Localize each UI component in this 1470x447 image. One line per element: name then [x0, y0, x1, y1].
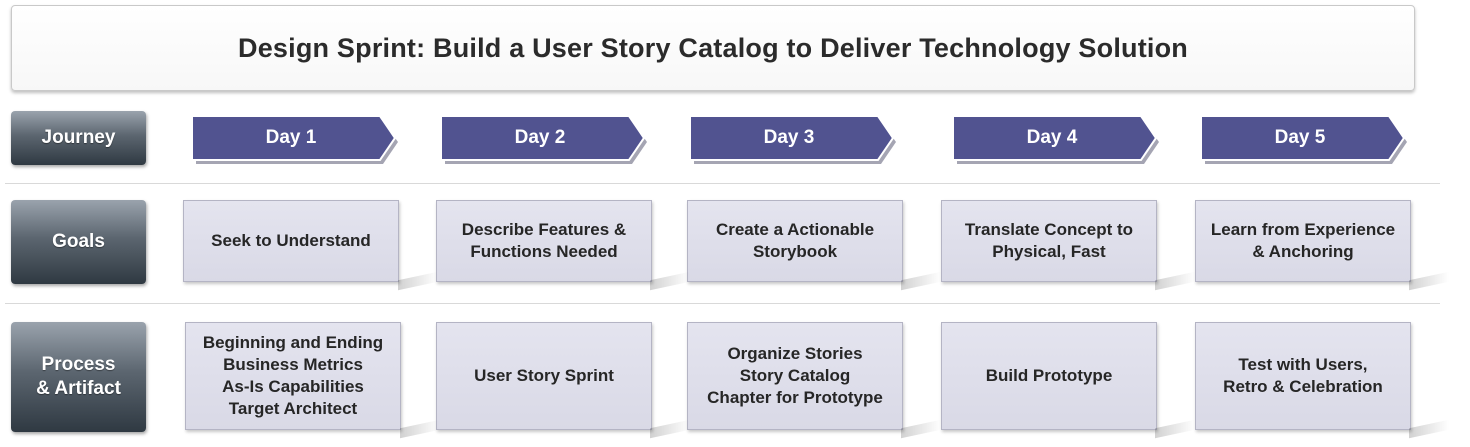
- card-shadow: [1409, 271, 1449, 291]
- goal-card-day-5: Learn from Experience & Anchoring: [1195, 200, 1411, 282]
- chevron-arrow-icon: [1200, 115, 1407, 164]
- chevron-arrow-icon: [689, 115, 896, 164]
- card-shadow: [1155, 271, 1195, 291]
- card-shadow: [650, 419, 690, 439]
- goal-card-day-1: Seek to Understand: [183, 200, 399, 282]
- row-label-journey: Journey: [11, 111, 146, 165]
- page-title: Design Sprint: Build a User Story Catalo…: [238, 32, 1188, 63]
- process-card-day-3: Organize Stories Story Catalog Chapter f…: [687, 322, 903, 430]
- day-label: Day 5: [1274, 127, 1326, 148]
- day-label: Day 3: [763, 127, 815, 148]
- card-shadow: [901, 271, 941, 291]
- day-label: Day 4: [1026, 127, 1078, 148]
- goal-card-day-3: Create a Actionable Storybook: [687, 200, 903, 282]
- goal-card-day-4: Translate Concept to Physical, Fast: [941, 200, 1157, 282]
- goal-card-day-2: Describe Features & Functions Needed: [436, 200, 652, 282]
- card-shadow: [901, 419, 941, 439]
- process-card-day-1: Beginning and Ending Business Metrics As…: [185, 322, 401, 430]
- title-box: Design Sprint: Build a User Story Catalo…: [11, 5, 1415, 91]
- card-shadow: [398, 271, 438, 291]
- card-shadow: [650, 271, 690, 291]
- chevron-arrow-icon: [440, 115, 647, 164]
- process-card-day-5: Test with Users, Retro & Celebration: [1195, 322, 1411, 430]
- chevron-arrow-icon: [191, 115, 398, 164]
- process-card-day-4: Build Prototype: [941, 322, 1157, 430]
- divider-1: [5, 183, 1440, 184]
- row-label-process: Process & Artifact: [11, 322, 146, 432]
- day-label: Day 1: [265, 127, 317, 148]
- card-shadow: [400, 419, 440, 439]
- chevron-arrow-icon: [952, 115, 1159, 164]
- row-label-goals: Goals: [11, 200, 146, 284]
- process-card-day-2: User Story Sprint: [436, 322, 652, 430]
- card-shadow: [1409, 419, 1449, 439]
- divider-2: [5, 303, 1440, 304]
- card-shadow: [1155, 419, 1195, 439]
- day-label: Day 2: [514, 127, 566, 148]
